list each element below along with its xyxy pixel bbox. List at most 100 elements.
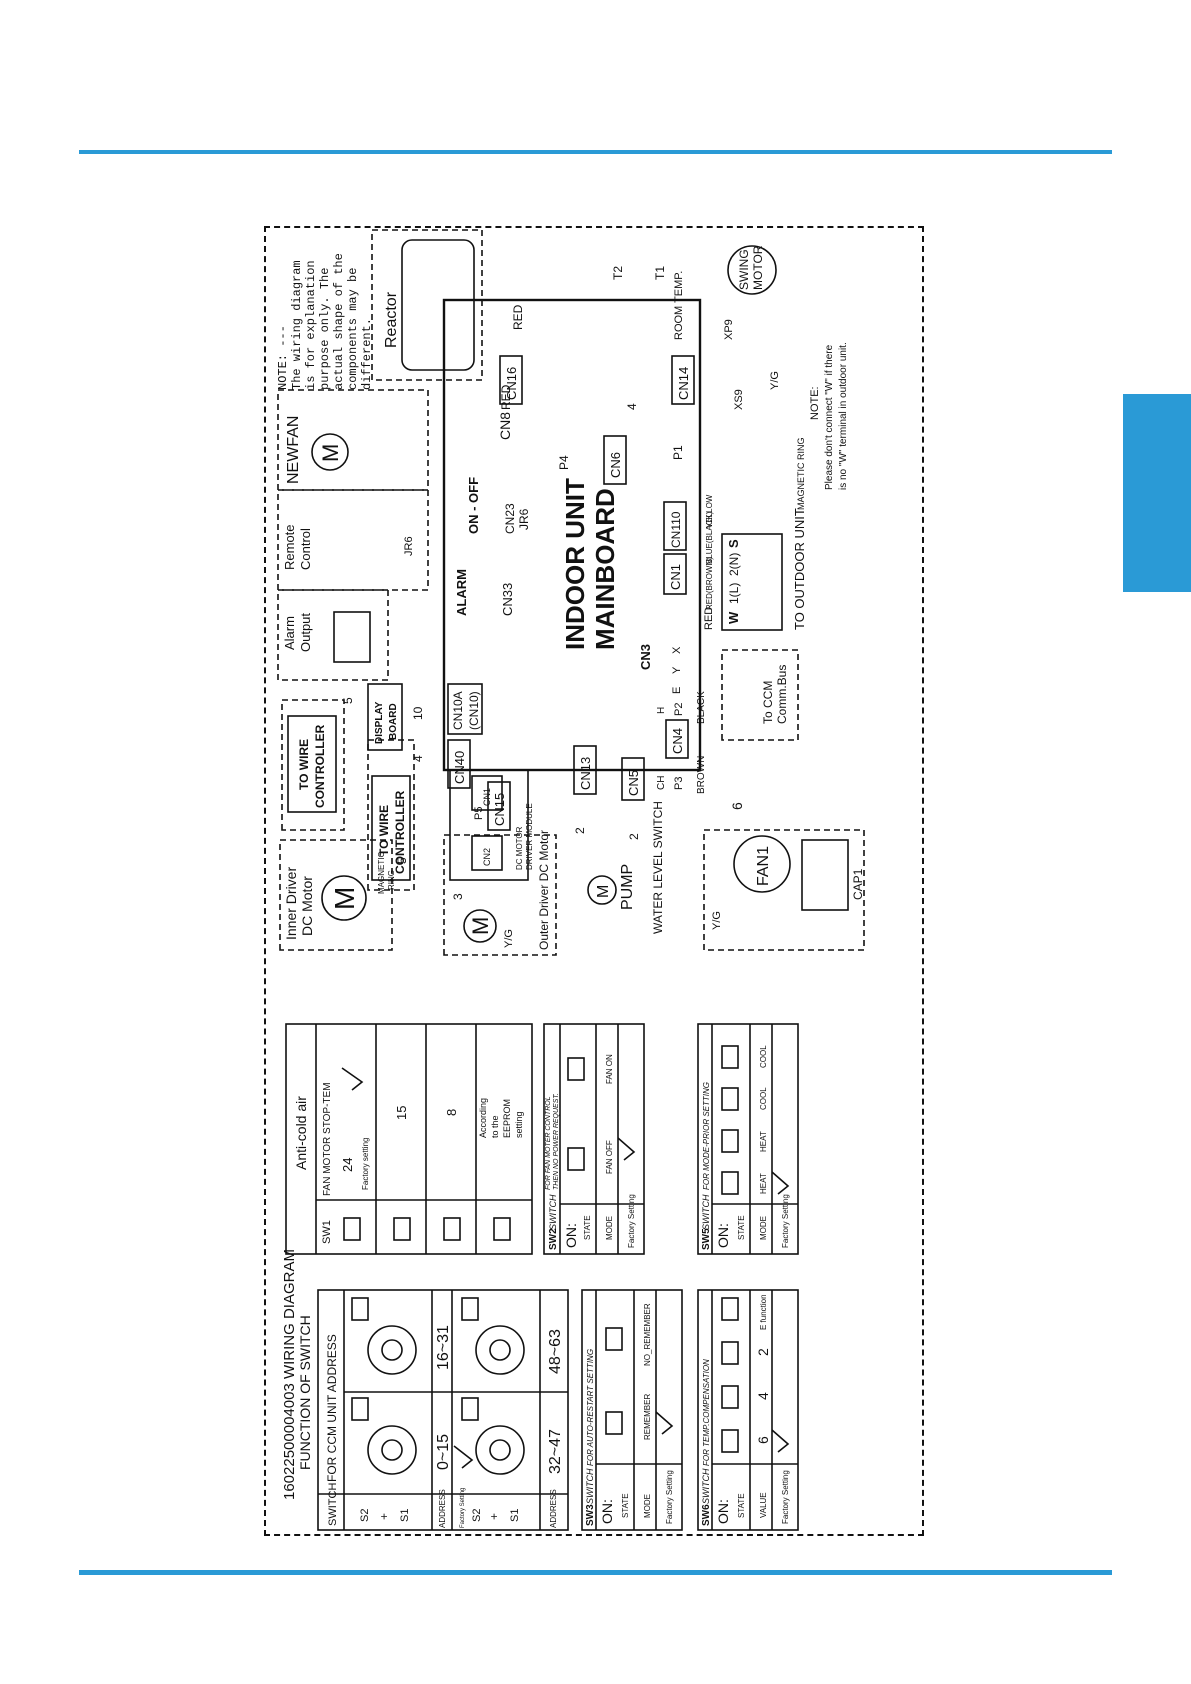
sw2-factory: Factory Setting <box>627 1194 636 1248</box>
sw5-mode-2: HEAT <box>759 1131 768 1152</box>
outdoor-note-1: NOTE: <box>809 386 821 420</box>
ccm-dip-3 <box>461 1397 479 1421</box>
mag-ring-1: MAGNETIC <box>377 852 386 894</box>
sw2-mode: MODE <box>605 1216 614 1240</box>
sw5-mode: MODE <box>759 1216 768 1240</box>
dc-module-cn2 <box>471 835 503 871</box>
ccm-plusb: + <box>487 1513 501 1520</box>
cn14-label: CN14 <box>676 367 691 400</box>
black-label: BLACK <box>696 691 707 724</box>
sw3-dip-2 <box>605 1327 623 1351</box>
doc-code: 16022500004003 WIRING DIAGRAM <box>281 1249 298 1500</box>
sw2-check <box>617 1137 636 1161</box>
anticold-eeprom-1: According <box>478 1098 488 1138</box>
terminal-w: W <box>726 611 741 624</box>
reactor-label: Reactor <box>383 291 400 348</box>
anticold-eeprom-4: setting <box>514 1111 524 1138</box>
sw3-dip-1 <box>605 1411 623 1435</box>
t2-label: T2 <box>611 266 625 280</box>
sw6-check <box>771 1429 790 1453</box>
wire-controller-2 <box>371 775 411 881</box>
cn23-label: CN23 <box>503 503 517 534</box>
connector-cn4 <box>665 719 689 759</box>
swing-1: SWING <box>737 249 751 290</box>
wire-color-3: YELLOW <box>705 494 714 528</box>
anticold-15: 15 <box>394 1106 409 1120</box>
newfan-label: NEWFAN <box>285 416 302 484</box>
wire-2b: 2 <box>627 833 641 840</box>
ccm-col-switch: SWITCH <box>327 1483 339 1526</box>
connector-cn40 <box>447 739 471 789</box>
display-1: DISPLAY <box>374 701 385 744</box>
reactor-body <box>401 239 475 371</box>
inner-driver-1: Inner Driver <box>283 867 299 940</box>
outer-driver-box <box>443 834 557 956</box>
mainboard-body <box>442 298 702 772</box>
note-heading: NOTE: --- <box>276 325 290 390</box>
inner-driver-box <box>279 839 393 951</box>
x-label: X <box>671 646 683 654</box>
section-tab <box>1123 394 1191 592</box>
sw5-on: ON: <box>715 1223 731 1248</box>
wire-ctrl-2a: TO WIRE <box>377 805 391 856</box>
ccm-range-2: 16~31 <box>435 1325 452 1370</box>
ccm-range-3: 32~47 <box>547 1429 564 1474</box>
sw5-factory: Factory Setting <box>781 1194 790 1248</box>
to-outdoor-label: TO OUTDOOR UNIT <box>792 508 807 630</box>
anticold-eeprom-2: to the <box>490 1115 500 1138</box>
sw6-title: FOR TEMP.COMPENSATION <box>702 1359 711 1466</box>
cn5-label: CN5 <box>626 770 641 796</box>
terminal-1l: 1(L) <box>727 583 741 604</box>
sw6-dip-2 <box>721 1385 739 1409</box>
cn8-label: CN8 <box>497 412 513 440</box>
wire-ctrl-1a: TO WIRE <box>297 739 311 790</box>
dc-module-1: DC MOTOR <box>515 826 524 870</box>
ccm-dip-1 <box>351 1397 369 1421</box>
sw3-mode: MODE <box>643 1494 652 1518</box>
red-label: RED <box>703 607 715 630</box>
anticold-dip-1 <box>343 1217 361 1241</box>
cn16-label: CN16 <box>504 367 519 400</box>
cn10a-label: CN10A <box>451 691 465 730</box>
sw3-switch: SWITCH <box>585 1468 595 1504</box>
sw2-name: SW2 <box>548 1228 559 1250</box>
sw5-check <box>771 1171 790 1195</box>
dc-module-cn1-label: CN1 <box>482 788 492 806</box>
anticold-factory: Factory setting <box>361 1138 370 1190</box>
terminal-s: S <box>726 539 741 548</box>
sw6-dip-1 <box>721 1429 739 1453</box>
note-line-2: is for explanation <box>304 260 318 390</box>
ch-label: CH <box>656 776 667 790</box>
outer-dc-motor <box>463 909 497 943</box>
sw6-on: ON: <box>715 1499 731 1524</box>
room-temp-label: ROOM TEMP. <box>673 271 685 340</box>
cn33-label: CN33 <box>500 583 515 616</box>
p3-label: P3 <box>673 777 685 790</box>
sw2-dip-1 <box>567 1147 585 1171</box>
pump-motor-m: M <box>595 885 612 898</box>
connector-cn14 <box>671 355 695 405</box>
anticold-title: Anti-cold air <box>293 1096 309 1170</box>
sw2-state: STATE <box>583 1215 592 1240</box>
sw5-name: SW5 <box>701 1228 712 1250</box>
ccm-dial-2 <box>367 1325 417 1375</box>
mainboard-title-1: INDOOR UNIT <box>560 478 590 650</box>
ccm-dip-4 <box>461 1297 479 1321</box>
sw2-title-1: FOR FAN MOTER CONTROL <box>545 1096 552 1190</box>
anticold-eeprom-3: EEPROM <box>502 1099 512 1138</box>
newfan-motor <box>311 433 349 471</box>
anticold-table <box>285 1023 533 1255</box>
note-line-5: components may be <box>346 268 360 390</box>
display-2: BOARD <box>388 703 399 740</box>
sw2-mode-2: FAN ON <box>605 1054 614 1084</box>
sw2-dip-2 <box>567 1057 585 1081</box>
diagram-frame <box>264 226 924 1536</box>
alarm-label: ALARM <box>454 569 469 616</box>
sw6-value-3: 2 <box>755 1348 771 1356</box>
mag-ring2-label: MAGNETIC RING <box>796 437 806 510</box>
wire-color-1: RED(BROWN) <box>705 557 714 610</box>
sw3-mode-1: REMEMBER <box>643 1394 652 1440</box>
dc-module-cn2-label: CN2 <box>482 848 492 866</box>
anticold-24: 24 <box>340 1158 355 1172</box>
